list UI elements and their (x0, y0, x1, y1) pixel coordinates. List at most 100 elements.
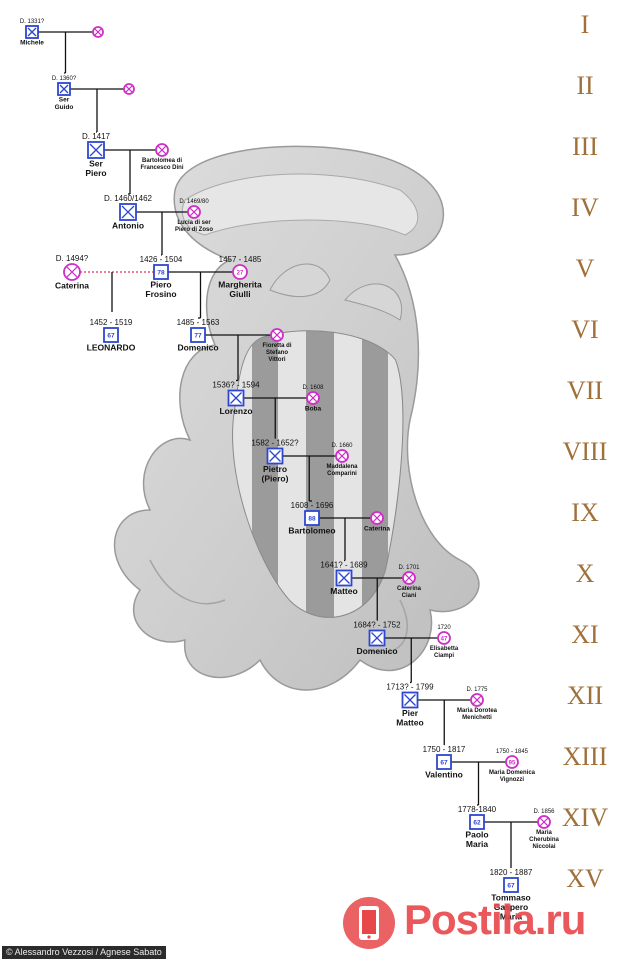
age-label: 78 (157, 270, 165, 277)
age-label: 77 (194, 333, 202, 340)
dates-label: 1684? - 1752 (353, 621, 401, 630)
name-label: Margherita (218, 280, 262, 290)
name-label: Matteo (396, 718, 423, 728)
watermark: Postila.ru (340, 880, 620, 959)
name-label: Piero di Zoso (175, 227, 213, 233)
name-label: Domenico (356, 646, 397, 656)
deceased-cross (27, 27, 37, 37)
dates-label: D. 1417 (82, 132, 111, 141)
name-label: Valentino (425, 770, 463, 780)
age-label: 62 (473, 820, 481, 827)
name-label: Lucia di ser (177, 220, 211, 226)
generation-numeral: IX (571, 498, 599, 527)
name-label: Paolo (465, 830, 488, 840)
dates-label: 1457 - 1485 (219, 255, 262, 264)
name-label: (Piero) (262, 474, 289, 484)
dates-label: 1750 - 1845 (496, 749, 529, 755)
dates-label: D. 1660 (331, 443, 353, 449)
generation-numeral: VII (567, 376, 603, 405)
name-label: Ciani (402, 593, 417, 599)
deceased-cross (472, 695, 482, 705)
generation-numeral: XII (567, 681, 603, 710)
male-person-node: 1582 - 1652? Pietro(Piero) (251, 439, 299, 484)
generation-numeral: XIV (562, 803, 608, 832)
watermark-text: Postila.ru (404, 896, 586, 943)
name-label: Ser (59, 97, 70, 104)
male-square-icon (503, 877, 519, 893)
name-label: Elisabetta (430, 646, 459, 652)
name-label: Maria (500, 912, 522, 922)
name-label: Pietro (263, 464, 287, 474)
female-circle-icon (232, 264, 248, 280)
name-label: Bartolomeo (288, 526, 335, 536)
dates-label: D. 1469/80 (179, 199, 209, 205)
name-label: Maria Domenica (489, 770, 536, 776)
dates-label: 1608 - 1696 (291, 501, 334, 510)
generation-numeral: XI (571, 620, 598, 649)
deceased-cross (89, 143, 103, 157)
female-circle-icon (505, 755, 519, 769)
deceased-cross (337, 451, 347, 461)
name-label: Caterina (55, 281, 89, 291)
male-square-icon (304, 510, 320, 526)
dates-label: 1582 - 1652? (251, 439, 299, 448)
name-label: Antonio (112, 221, 144, 231)
deceased-cross (65, 265, 79, 279)
female-person-node: Caterina (364, 511, 390, 533)
dates-label: D. 1701 (398, 565, 420, 571)
name-label: Menichetti (462, 715, 492, 721)
name-label: Vignozzi (500, 777, 525, 783)
dates-label: D. 1608 (302, 385, 324, 391)
name-label: Lorenzo (219, 406, 252, 416)
deceased-cross (94, 28, 102, 36)
male-square-icon (190, 327, 206, 343)
name-label: Boba (305, 406, 322, 413)
name-label: Stefano (266, 350, 288, 356)
name-label: Domenico (177, 343, 218, 353)
male-square-icon (469, 814, 485, 830)
deceased-cross (272, 330, 282, 340)
female-person-node (123, 83, 135, 95)
name-label: Maria (466, 839, 488, 849)
name-label: Maria (536, 830, 552, 836)
dates-label: 1713? - 1799 (386, 683, 434, 692)
male-person-node: D. 1331?Michele (20, 19, 45, 47)
dates-label: D. 1360? (52, 76, 77, 82)
deceased-cross (269, 450, 281, 462)
name-label: Caterina (364, 526, 390, 533)
age-label: 95 (509, 761, 516, 767)
name-label: Piero (85, 168, 106, 178)
deceased-cross (308, 393, 318, 403)
age-label: 27 (237, 271, 244, 277)
female-person-node: D. 1494?Caterina (55, 254, 89, 291)
dates-label: 1426 - 1504 (140, 255, 183, 264)
male-square-icon (436, 754, 452, 770)
deceased-cross (189, 207, 199, 217)
deceased-cross (404, 573, 414, 583)
name-label: Pier (402, 708, 419, 718)
name-label: Guido (55, 104, 74, 111)
deceased-cross (371, 632, 383, 644)
name-label: Fioretta di (262, 343, 291, 349)
male-square-icon (153, 264, 169, 280)
deceased-cross (157, 145, 167, 155)
generation-numeral: XIII (563, 742, 608, 771)
dates-label: 1641? - 1689 (320, 561, 368, 570)
